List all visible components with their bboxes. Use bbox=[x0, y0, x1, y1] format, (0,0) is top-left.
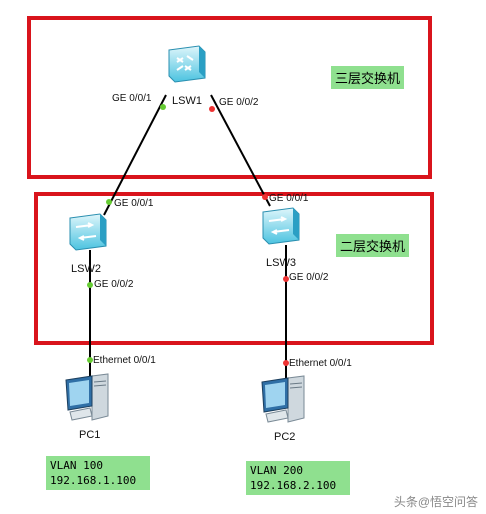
lsw3-port-ge002-label: GE 0/0/2 bbox=[289, 272, 329, 283]
lsw2-switch-icon[interactable] bbox=[66, 212, 108, 257]
lsw3-port-ge001-label: GE 0/0/1 bbox=[269, 193, 309, 204]
pc2-info-box: VLAN 200 192.168.2.100 bbox=[246, 461, 350, 495]
lsw1-port-ge001-label: GE 0/0/1 bbox=[112, 93, 152, 104]
lsw2-g2-status-dot bbox=[87, 282, 93, 288]
pc1-eth-status-dot bbox=[87, 357, 93, 363]
lsw1-g1-status-dot bbox=[160, 104, 166, 110]
pc2-computer-icon[interactable] bbox=[258, 374, 308, 433]
lsw2-port-ge002-label: GE 0/0/2 bbox=[94, 279, 134, 290]
pc2-ethernet-label: Ethernet 0/0/1 bbox=[289, 358, 352, 369]
pc2-ip: 192.168.2.100 bbox=[250, 479, 337, 492]
pc1-name: PC1 bbox=[79, 429, 101, 441]
pc1-ethernet-label: Ethernet 0/0/1 bbox=[93, 355, 156, 366]
lsw1-switch-icon[interactable] bbox=[165, 44, 207, 89]
lsw3-g2-status-dot bbox=[283, 276, 289, 282]
pc2-eth-status-dot bbox=[283, 360, 289, 366]
pc1-vlan: VLAN 100 bbox=[50, 459, 103, 472]
layer2-frame bbox=[34, 192, 434, 345]
watermark: 头条@悟空问答 bbox=[393, 495, 478, 509]
lsw2-g1-status-dot bbox=[106, 199, 112, 205]
pc2-name: PC2 bbox=[274, 431, 296, 443]
lsw1-port-ge002-label: GE 0/0/2 bbox=[219, 97, 259, 108]
layer3-label: 三层交换机 bbox=[331, 66, 405, 89]
pc1-info-box: VLAN 100 192.168.1.100 bbox=[46, 456, 150, 490]
link-lsw1-lsw3 bbox=[210, 94, 271, 207]
lsw3-name: LSW3 bbox=[266, 257, 296, 269]
pc1-ip: 192.168.1.100 bbox=[50, 474, 137, 487]
lsw3-switch-icon[interactable] bbox=[259, 206, 301, 251]
pc1-computer-icon[interactable] bbox=[62, 372, 112, 431]
lsw2-name: LSW2 bbox=[71, 263, 101, 275]
layer2-label: 二层交换机 bbox=[336, 234, 410, 257]
link-lsw1-lsw2 bbox=[103, 94, 167, 216]
lsw3-g1-status-dot bbox=[262, 194, 268, 200]
layer3-frame bbox=[27, 16, 432, 179]
lsw1-g2-status-dot bbox=[209, 106, 215, 112]
lsw2-port-ge001-label: GE 0/0/1 bbox=[114, 198, 154, 209]
lsw1-name: LSW1 bbox=[172, 95, 202, 107]
pc2-vlan: VLAN 200 bbox=[250, 464, 303, 477]
